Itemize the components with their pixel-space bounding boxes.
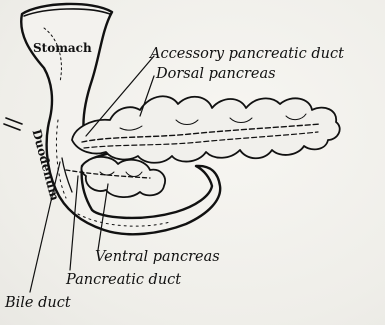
accessory-pancreatic-duct-label: Accessory pancreatic duct	[150, 47, 344, 62]
pancreatic-duct-label: Pancreatic duct	[66, 273, 181, 288]
ventral-pancreas-label: Ventral pancreas	[95, 250, 220, 265]
bile-duct-label: Bile duct	[5, 296, 71, 311]
dorsal-pancreas-outline	[72, 96, 340, 162]
dorsal-pancreas-label: Dorsal pancreas	[156, 67, 276, 82]
stomach-label: Stomach	[33, 42, 92, 54]
vessel-stubs	[4, 118, 22, 130]
